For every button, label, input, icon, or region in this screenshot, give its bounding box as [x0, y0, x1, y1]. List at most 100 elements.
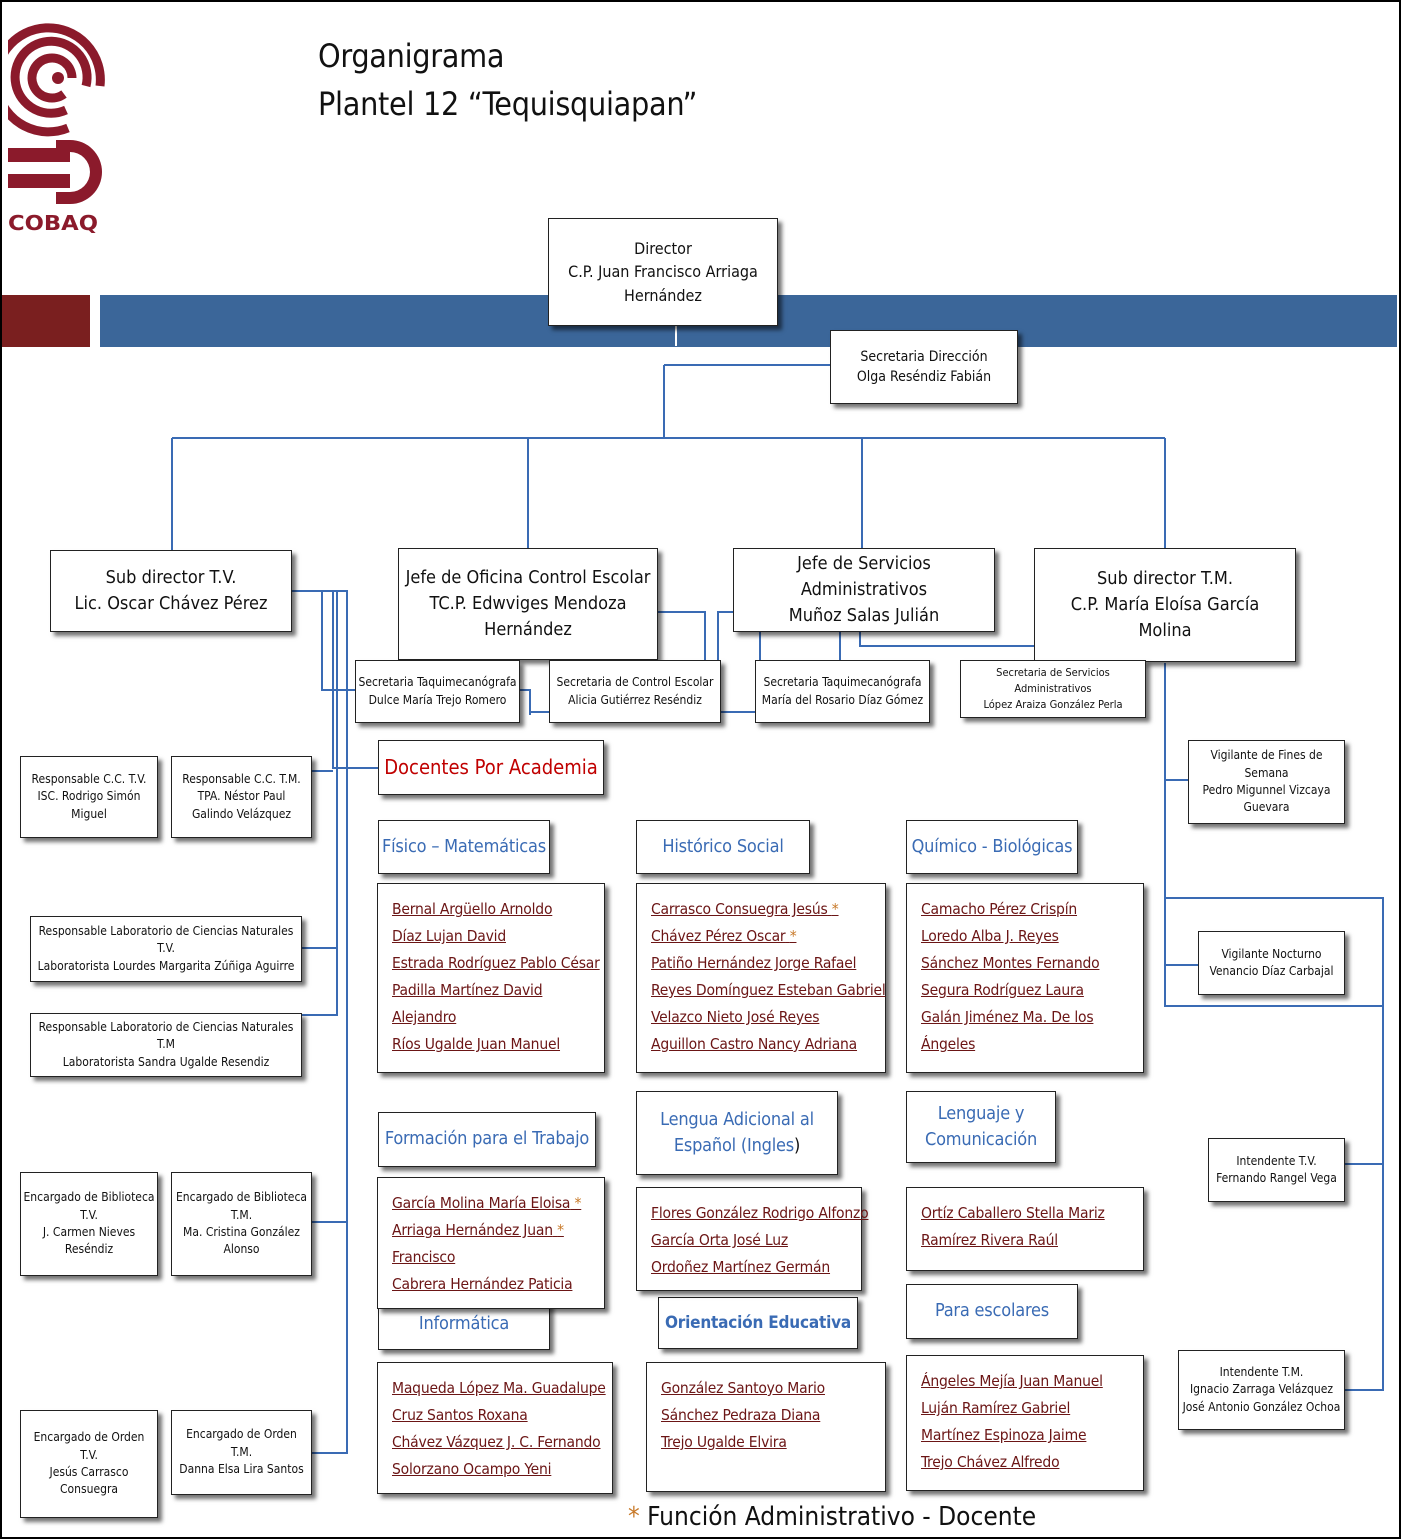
laboratorio-tm-box: Responsable Laboratorio de Ciencias Natu…	[30, 1013, 302, 1077]
list-item: Ángeles	[921, 1035, 976, 1053]
bib-tv-line-3: J. Carmen Nieves	[42, 1225, 136, 1239]
resp-cc-tm-line-3: Galindo Velázquez	[191, 806, 292, 821]
informatica-title: Informática	[418, 1312, 510, 1334]
lab-tv-line-2: Laboratorista Lourdes Margarita Zúñiga A…	[37, 958, 295, 973]
list-item: Chávez Pérez Oscar *	[651, 923, 875, 950]
historico-members-list: Carrasco Consuegra Jesús * Chávez Pérez …	[636, 883, 886, 1073]
servicios-admin-name: Muñoz Salas Julián	[788, 605, 940, 627]
servicios-admin-box: Jefe de Servicios Administrativos Muñoz …	[733, 548, 995, 632]
academia-historico-header: Histórico Social	[636, 820, 810, 874]
subdirector-tv-box: Sub director T.V. Lic. Oscar Chávez Pére…	[50, 550, 292, 632]
list-item: Galán Jiménez Ma. De los	[921, 1008, 1094, 1026]
list-item: Alejandro	[392, 1008, 457, 1026]
secretaria-2-name: Alicia Gutiérrez Reséndiz	[568, 692, 702, 707]
formacion-members-list: García Molina María Eloisa * Arriaga Her…	[377, 1177, 605, 1309]
list-item: Cabrera Hernández Paticia	[392, 1275, 573, 1293]
logo-text: COBAQ	[8, 211, 98, 233]
academia-quimico-header: Químico - Biológicas	[906, 820, 1078, 874]
list-item: Luján Ramírez Gabriel	[921, 1399, 1071, 1417]
list-item-text: García Molina María Eloisa	[392, 1194, 571, 1212]
list-item: Camacho Pérez Crispín	[921, 900, 1078, 918]
secretaria-4-role: Secretaria de Servicios Administrativos	[996, 666, 1110, 696]
secretaria-control-escolar-box: Secretaria de Control Escolar Alicia Gut…	[549, 660, 721, 723]
list-item: Estrada Rodríguez Pablo César	[392, 954, 600, 972]
bib-tv-line-4: Reséndiz	[64, 1242, 114, 1257]
list-item: Ángeles Mejía Juan Manuel	[921, 1372, 1103, 1390]
asterisk-mark: *	[574, 1194, 582, 1212]
academia-formacion-header: Formación para el Trabajo	[378, 1112, 596, 1167]
formacion-title: Formación para el Trabajo	[384, 1128, 590, 1150]
lengua-title-2-text: Español (Ingles	[673, 1135, 795, 1156]
secretaria-taquimecanografa-1-box: Secretaria Taquimecanógrafa Dulce María …	[355, 660, 520, 723]
responsable-cc-tv-box: Responsable C.C. T.V. ISC. Rodrigo Simón…	[20, 756, 158, 838]
list-item: Sánchez Montes Fernando	[921, 954, 1100, 972]
orden-tv-line-1: Encargado de Orden	[33, 1430, 145, 1445]
servicios-admin-role: Jefe de Servicios Administrativos	[797, 552, 931, 600]
bib-tv-line-1: Encargado de Biblioteca	[23, 1190, 155, 1205]
list-item: Padilla Martínez David	[392, 981, 543, 999]
subdirector-tm-name-1: C.P. María Eloísa García	[1070, 593, 1260, 615]
list-item: García Orta José Luz	[651, 1231, 788, 1249]
int-tm-line-3: José Antonio González Ochoa	[1182, 1399, 1341, 1414]
docentes-por-academia-box: Docentes Por Academia	[378, 740, 604, 795]
lengua-title-1: Lengua Adicional al	[660, 1108, 814, 1130]
list-item: Bernal Argüello Arnoldo	[392, 900, 553, 918]
list-item: Solorzano Ocampo Yeni	[392, 1460, 552, 1478]
vig-noct-line-1: Vigilante Nocturno	[1221, 946, 1322, 961]
title-line-1: Organigrama	[318, 37, 505, 75]
academia-lenguaje-header: Lenguaje y Comunicación	[906, 1091, 1056, 1163]
list-item-text: Chávez Pérez Oscar	[651, 927, 786, 945]
list-item: Sánchez Pedraza Diana	[661, 1406, 821, 1424]
academia-orientacion-header: Orientación Educativa	[658, 1297, 858, 1349]
orden-tm-box: Encargado de Orden T.M. Danna Elsa Lira …	[171, 1410, 312, 1495]
secretaria-direccion-box: Secretaria Dirección Olga Reséndiz Fabiá…	[830, 330, 1018, 404]
resp-cc-tv-line-1: Responsable C.C. T.V.	[31, 771, 147, 786]
fisico-title: Físico – Matemáticas	[382, 835, 546, 857]
lab-tm-line-2: Laboratorista Sandra Ugalde Resendiz	[62, 1054, 270, 1069]
quimico-members-list: Camacho Pérez Crispín Loredo Alba J. Rey…	[906, 883, 1144, 1073]
orden-tm-line-1: Encargado de Orden	[186, 1427, 297, 1442]
footnote: * Función Administrativo - Docente	[628, 1502, 1036, 1532]
control-escolar-role: Jefe de Oficina Control Escolar	[405, 566, 651, 588]
int-tv-line-2: Fernando Rangel Vega	[1216, 1171, 1337, 1185]
vig-fines-line-1: Vigilante de Fines de Semana	[1210, 748, 1323, 780]
lenguaje-members-list: Ortíz Caballero Stella Mariz Ramírez Riv…	[906, 1187, 1144, 1271]
list-item: Loredo Alba J. Reyes	[921, 927, 1059, 945]
list-item: Chávez Vázquez J. C. Fernando	[392, 1433, 601, 1451]
control-escolar-name-1: TC.P. Edwviges Mendoza	[429, 592, 627, 614]
subdirector-tv-role: Sub director T.V.	[105, 566, 237, 588]
page-title: Organigrama Plantel 12 “Tequisquiapan”	[318, 32, 697, 128]
int-tm-line-1: Intendente T.M.	[1219, 1364, 1304, 1379]
laboratorio-tv-box: Responsable Laboratorio de Ciencias Natu…	[30, 916, 302, 982]
paraescolares-title: Para escolares	[934, 1300, 1050, 1322]
list-item: Ramírez Rivera Raúl	[921, 1231, 1058, 1249]
list-item: Velazco Nieto José Reyes	[651, 1008, 820, 1026]
director-box: Director C.P. Juan Francisco Arriaga Her…	[548, 218, 778, 326]
list-item: Segura Rodríguez Laura	[921, 981, 1084, 999]
secretaria-direccion-role: Secretaria Dirección	[860, 348, 988, 365]
list-item: González Santoyo Mario	[661, 1379, 825, 1397]
cobaq-logo: COBAQ	[8, 23, 105, 233]
secretaria-2-role: Secretaria de Control Escolar	[556, 675, 714, 690]
resp-cc-tv-line-3: Miguel	[71, 806, 107, 821]
orientacion-members-list: González Santoyo Mario Sánchez Pedraza D…	[646, 1362, 886, 1492]
list-item-text: Carrasco Consuegra Jesús	[651, 900, 828, 918]
secretaria-taquimecanografa-2-box: Secretaria Taquimecanógrafa María del Ro…	[755, 660, 930, 723]
academia-fisico-header: Físico – Matemáticas	[378, 820, 550, 874]
orden-tm-line-3: Danna Elsa Lira Santos	[179, 1462, 304, 1477]
orden-tv-line-3: Jesús Carrasco	[49, 1465, 129, 1479]
secretaria-4-name: López Araiza González Perla	[983, 697, 1123, 711]
title-line-2: Plantel 12 “Tequisquiapan”	[318, 85, 698, 123]
secretaria-servicios-admin-box: Secretaria de Servicios Administrativos …	[960, 660, 1146, 718]
informatica-members-list: Maqueda López Ma. Guadalupe Cruz Santos …	[377, 1362, 613, 1494]
footnote-text: Función Administrativo - Docente	[647, 1502, 1037, 1532]
asterisk-mark: *	[557, 1221, 564, 1239]
subdirector-tm-role: Sub director T.M.	[1097, 567, 1233, 589]
list-item: Ríos Ugalde Juan Manuel	[392, 1035, 561, 1053]
list-item: Patiño Hernández Jorge Rafael	[651, 954, 857, 972]
orden-tv-line-4: Consuegra	[59, 1482, 118, 1497]
resp-cc-tm-line-2: TPA. Néstor Paul	[197, 789, 286, 804]
resp-cc-tv-line-2: ISC. Rodrigo Simón	[37, 789, 141, 804]
bib-tm-line-1: Encargado de Biblioteca	[175, 1190, 307, 1205]
secretaria-3-name: María del Rosario Díaz Gómez	[761, 692, 924, 707]
